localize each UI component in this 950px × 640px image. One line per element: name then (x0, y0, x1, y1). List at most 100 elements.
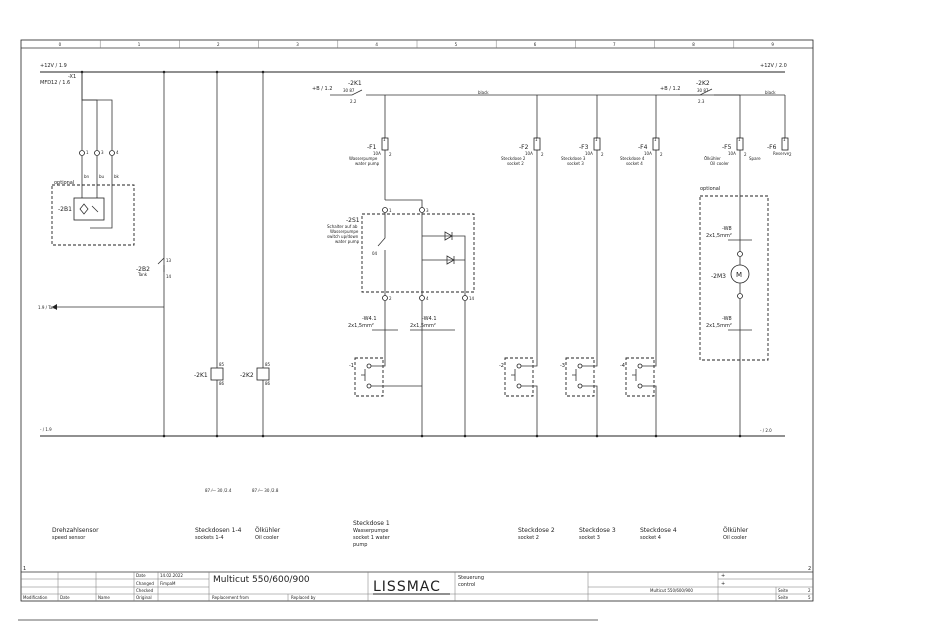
wire-color-label: bn (84, 174, 90, 179)
sensor-2b1-body (73, 197, 105, 221)
tb-drawing: Multicut 550/600/900 (650, 588, 693, 593)
caption-de: Steckdose 4 (640, 527, 677, 534)
switch-desc: switch up/down (327, 234, 359, 239)
corner-number-right: 2 (808, 566, 811, 572)
sensor-b2-contact (157, 257, 165, 272)
cable-w41b-spec: 2x1,5mm² (410, 323, 436, 329)
socket-frame (504, 357, 534, 397)
socket-1: -1 (349, 357, 422, 397)
switch-2s1-frame (361, 213, 475, 293)
column-label: 0 (59, 42, 62, 47)
fuse-body (781, 137, 789, 151)
fuse-tag: -F1 (367, 144, 377, 151)
wire (82, 99, 113, 150)
fuse-tag: -F5 (722, 144, 732, 151)
fuse-desc: Steckdose 3 (561, 156, 586, 161)
fuse-rating: Reserve (773, 151, 790, 156)
motor-symbol-letter: M (736, 271, 742, 279)
socket-wire (586, 385, 598, 436)
fuse-desc: Steckdose 4 (620, 156, 645, 161)
switch-desc: Wasserpumpe (330, 229, 359, 234)
terminal (382, 295, 388, 301)
socket-frame (625, 357, 655, 397)
column-label: 7 (613, 42, 616, 47)
socket-pin (516, 363, 522, 369)
caption-en: Oil cooler (255, 535, 280, 541)
tb-desc1: Steuerung (458, 575, 484, 581)
relay-k2-page: 2.3 (698, 99, 705, 104)
fuse-pin: 1 (738, 137, 741, 142)
fuse-pin: 1 (783, 137, 786, 142)
relay-k1-page: 2.2 (350, 99, 357, 104)
column-label: 6 (534, 42, 537, 47)
rail-bottom-right-label: - / 2.0 (760, 428, 772, 433)
fuse-desc: socket 4 (626, 161, 643, 166)
socket-label: -3 (560, 363, 565, 369)
fuse-pin: 2 (601, 152, 604, 157)
terminal (737, 293, 743, 299)
socket-wire (586, 160, 598, 367)
terminal (79, 150, 85, 156)
fuse-tag: -F4 (638, 144, 648, 151)
wire (385, 199, 423, 210)
fuse-pin: 2 (660, 152, 663, 157)
fuse-tag: -F2 (519, 144, 529, 151)
column-label: 4 (375, 42, 378, 47)
switch-desc: water pump (335, 239, 360, 244)
column-label: 8 (692, 42, 695, 47)
column-label: 5 (455, 42, 458, 47)
coil-pin: 86 (265, 381, 271, 386)
column-label: 3 (296, 42, 299, 47)
fuse-pin: 1 (595, 137, 598, 142)
socket-frame (354, 357, 384, 397)
socket-symbol (511, 365, 525, 387)
tank-label: 1.9 / Tank (38, 305, 58, 310)
cable-w8a-spec: 2x1,5mm² (706, 233, 732, 239)
tb-modification-label: Modification (23, 595, 48, 600)
sensor-b2-tag: -2B2 (136, 266, 150, 273)
fuse-pin: 1 (383, 137, 386, 142)
fuse-pin: 2 (789, 152, 792, 157)
cable-w41a-spec: 2x1,5mm² (348, 323, 374, 329)
rail-junction (595, 434, 599, 438)
switch-tag: -2S1 (346, 217, 360, 224)
socket-pin (366, 363, 372, 369)
rail-top-right-label: +12V / 2.0 (760, 63, 787, 69)
socket-pin (577, 363, 583, 369)
lissmac-logo: LISSMAC (373, 579, 441, 595)
relay-k1-tag: -2K1 (348, 80, 362, 87)
socket-2: -2 (499, 160, 539, 438)
tb-changed-value: FimpaM (160, 581, 176, 586)
fuse-rating: 10A (644, 151, 652, 156)
relay-coil-2k2 (256, 367, 270, 381)
caption-de: Steckdose 1 (353, 520, 390, 527)
socket-wire (646, 160, 657, 367)
socket-pin (637, 383, 643, 389)
socket-label: -1 (349, 363, 354, 369)
tb-date-value: 14.02.2022 (160, 573, 183, 578)
terminal (737, 251, 743, 257)
tb-pages-label: Seite (778, 595, 789, 600)
tb-checked-label: Checked (136, 588, 154, 593)
tb-page-label: Seite (778, 588, 789, 593)
rail-junction (654, 434, 658, 438)
socket-pin (516, 383, 522, 389)
fuse-rating: 10A (585, 151, 593, 156)
rail-junction (261, 434, 265, 438)
socket-4: -4 (620, 160, 658, 438)
fuse-pin: 2 (541, 152, 544, 157)
fuse-pin: 2 (744, 152, 747, 157)
caption-en: Wasserpumpe (353, 528, 389, 534)
tb-name-label: Name (98, 595, 110, 600)
socket-pin (637, 363, 643, 369)
fuse-tag: -F3 (579, 144, 589, 151)
terminal (462, 295, 468, 301)
socket-label: -4 (620, 363, 625, 369)
socket-wire (646, 385, 657, 436)
socket-pin (577, 383, 583, 389)
relay-coil-2k2-label: -2K2 (240, 372, 254, 379)
cable-w41b: -W4.1 (422, 316, 437, 322)
relay-coil-2k1-label: -2K1 (194, 372, 208, 379)
fuse-desc: Steckdose 2 (501, 156, 526, 161)
